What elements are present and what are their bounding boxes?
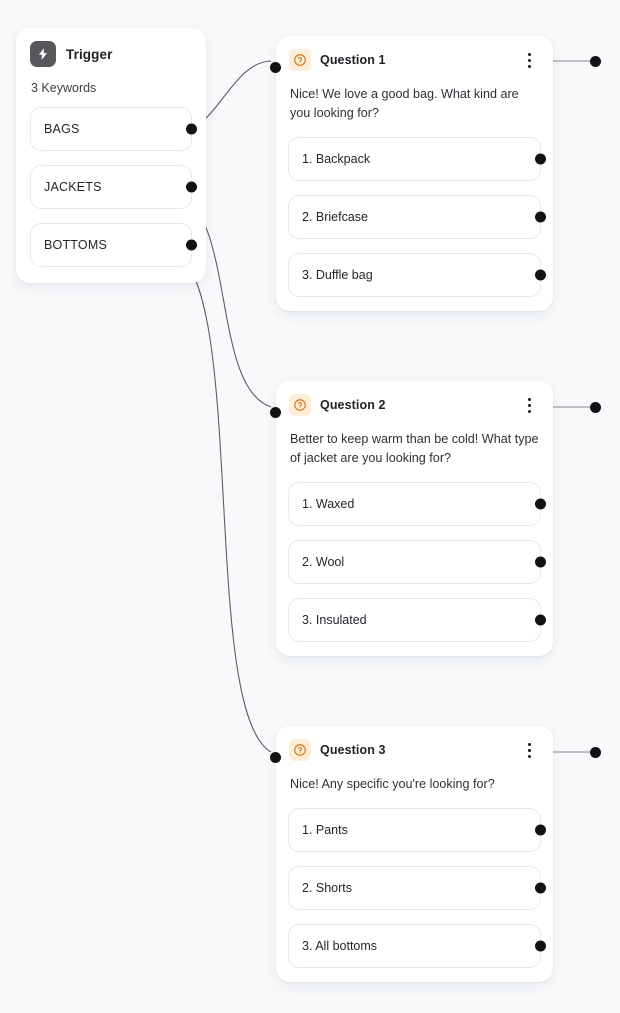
output-port-answer-3[interactable]: [534, 940, 546, 952]
answer-chip[interactable]: 3. Insulated: [288, 598, 546, 642]
answer-chip[interactable]: 2. Wool: [288, 540, 546, 584]
keyword-list: BAGS JACKETS BOTTOMS: [30, 107, 197, 267]
keyword-chip-bags[interactable]: BAGS: [30, 107, 197, 151]
input-port-question-3[interactable]: [270, 752, 281, 763]
output-port-answer-2[interactable]: [534, 882, 546, 894]
edge-bottoms-to-question-3: [175, 252, 272, 753]
answer-chip[interactable]: 3. Duffle bag: [288, 253, 546, 297]
output-port-answer-1[interactable]: [534, 498, 546, 510]
answer-list: 1. Backpack 2. Briefcase 3. Duffle bag: [288, 137, 546, 297]
keyword-label: BAGS: [44, 122, 80, 136]
output-port-answer-1[interactable]: [534, 153, 546, 165]
answer-chip[interactable]: 2. Shorts: [288, 866, 546, 910]
output-port-answer-3[interactable]: [534, 614, 546, 626]
output-port-question-1[interactable]: [590, 55, 601, 67]
output-port-answer-1[interactable]: [534, 824, 546, 836]
output-port-bottoms[interactable]: [185, 239, 197, 251]
more-vertical-icon[interactable]: [521, 50, 537, 70]
answer-label: 3. All bottoms: [302, 939, 378, 953]
output-port-jackets[interactable]: [185, 181, 197, 193]
answer-label: 1. Backpack: [302, 152, 371, 166]
question-circle-icon: [289, 739, 311, 761]
keyword-label: BOTTOMS: [44, 238, 107, 252]
question-prompt: Nice! We love a good bag. What kind are …: [290, 87, 519, 120]
output-port-question-3[interactable]: [590, 746, 601, 758]
question-circle-icon: [289, 394, 311, 416]
question-title: Question 1: [320, 53, 386, 67]
lightning-bolt-icon: [30, 41, 56, 67]
question-node-2[interactable]: Question 2 Better to keep warm than be c…: [270, 381, 553, 656]
answer-label: 2. Wool: [302, 555, 345, 569]
answer-chip[interactable]: 1. Waxed: [288, 482, 546, 526]
trigger-subtitle: 3 Keywords: [31, 81, 97, 95]
answer-chip[interactable]: 3. All bottoms: [288, 924, 546, 968]
question-node-3[interactable]: Question 3 Nice! Any specific you're loo…: [270, 726, 553, 982]
answer-label: 3. Duffle bag: [302, 268, 373, 282]
output-port-bags[interactable]: [185, 123, 197, 135]
answer-label: 1. Waxed: [302, 497, 355, 511]
answer-label: 3. Insulated: [302, 613, 367, 627]
question-prompt: Nice! Any specific you're looking for?: [290, 777, 495, 791]
answer-chip[interactable]: 2. Briefcase: [288, 195, 546, 239]
output-port-answer-3[interactable]: [534, 269, 546, 281]
question-title: Question 2: [320, 398, 386, 412]
more-vertical-icon[interactable]: [521, 395, 537, 415]
input-port-question-1[interactable]: [270, 62, 281, 73]
answer-chip[interactable]: 1. Pants: [288, 808, 546, 852]
answer-label: 2. Briefcase: [302, 210, 369, 224]
question-header: Question 3: [288, 738, 541, 761]
question-header: Question 2: [288, 393, 541, 416]
question-title: Question 3: [320, 743, 386, 757]
answer-list: 1. Pants 2. Shorts 3. All bottoms: [288, 808, 546, 968]
answer-label: 1. Pants: [302, 823, 348, 837]
answer-list: 1. Waxed 2. Wool 3. Insulated: [288, 482, 546, 642]
keyword-label: JACKETS: [44, 180, 102, 194]
trigger-header: Trigger: [30, 41, 192, 67]
trigger-node[interactable]: Trigger 3 Keywords BAGS JACKETS BOTTOMS: [16, 28, 206, 283]
question-prompt: Better to keep warm than be cold! What t…: [290, 432, 539, 465]
input-port-question-2[interactable]: [270, 407, 281, 418]
question-header: Question 1: [288, 48, 541, 71]
keyword-chip-jackets[interactable]: JACKETS: [30, 165, 197, 209]
question-node-1[interactable]: Question 1 Nice! We love a good bag. Wha…: [270, 36, 553, 311]
trigger-title: Trigger: [66, 46, 113, 62]
more-vertical-icon[interactable]: [521, 740, 537, 760]
keyword-chip-bottoms[interactable]: BOTTOMS: [30, 223, 197, 267]
output-port-answer-2[interactable]: [534, 556, 546, 568]
question-circle-icon: [289, 49, 311, 71]
answer-chip[interactable]: 1. Backpack: [288, 137, 546, 181]
output-port-question-2[interactable]: [590, 401, 601, 413]
output-port-answer-2[interactable]: [534, 211, 546, 223]
answer-label: 2. Shorts: [302, 881, 353, 895]
